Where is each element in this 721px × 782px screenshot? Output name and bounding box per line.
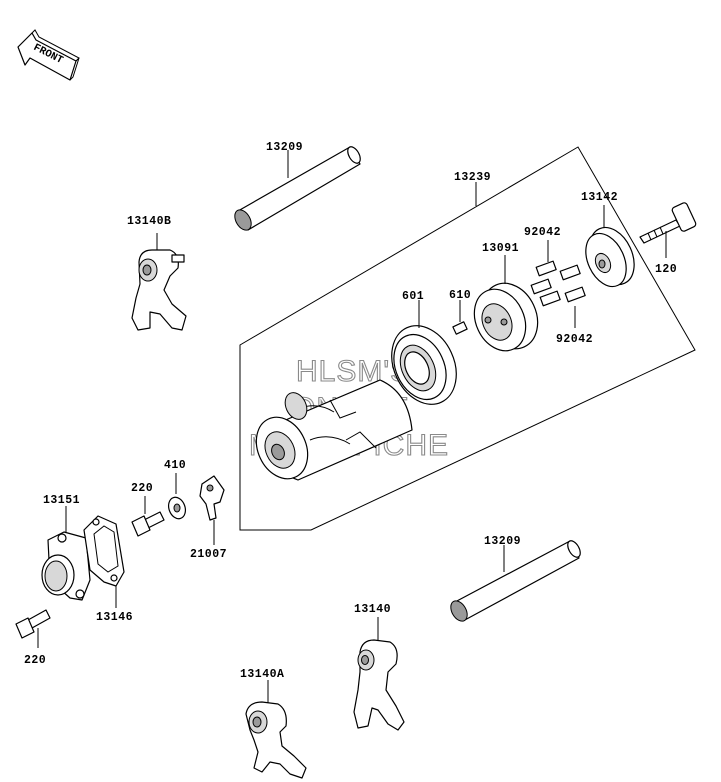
shift-fork-13140A (245, 680, 307, 779)
bolt-220-low (15, 609, 51, 648)
gasket-13146 (83, 515, 125, 608)
shift-fork-13140 (353, 617, 405, 731)
holder-13151 (41, 506, 91, 601)
label-bolt-220-low: 220 (24, 654, 46, 667)
label-bearing-601: 601 (402, 290, 424, 303)
label-pins-top: 92042 (524, 226, 561, 239)
part-labels: 13209 13239 13140B 13142 92042 13091 120… (24, 141, 677, 681)
cam-13091 (473, 255, 539, 352)
bolt-120 (639, 202, 697, 258)
label-fork-13140: 13140 (354, 603, 391, 616)
label-cam-13091: 13091 (482, 242, 519, 255)
bearing-601 (391, 300, 457, 405)
label-fork-13140A: 13140A (240, 668, 284, 681)
label-holder-13151: 13151 (43, 494, 80, 507)
shift-drum (255, 379, 413, 481)
plate-13142 (585, 205, 635, 288)
pin-610 (452, 300, 468, 335)
drum-assembly-outline (239, 146, 696, 531)
label-pins-bottom: 92042 (556, 333, 593, 346)
label-gasket-13146: 13146 (96, 611, 133, 624)
label-plate-13142: 13142 (581, 191, 618, 204)
label-bolt-220-mid: 220 (131, 482, 153, 495)
shift-fork-13140B (131, 233, 187, 331)
stopper-21007 (199, 475, 225, 545)
front-direction-arrow-icon: FRONT (17, 29, 80, 81)
bolt-220-mid (131, 496, 165, 537)
shaft-13209-lower (450, 540, 581, 622)
label-pin-610: 610 (449, 289, 471, 302)
pins-92042 (530, 240, 586, 328)
label-washer-410: 410 (164, 459, 186, 472)
label-bolt-120: 120 (655, 263, 677, 276)
label-drum-assembly: 13239 (454, 171, 491, 184)
label-fork-13140B: 13140B (127, 215, 171, 228)
label-shaft-upper: 13209 (266, 141, 303, 154)
label-shaft-lower: 13209 (484, 535, 521, 548)
shaft-13209-upper (234, 146, 361, 231)
label-stopper-21007: 21007 (190, 548, 227, 561)
washer-410 (167, 473, 187, 520)
